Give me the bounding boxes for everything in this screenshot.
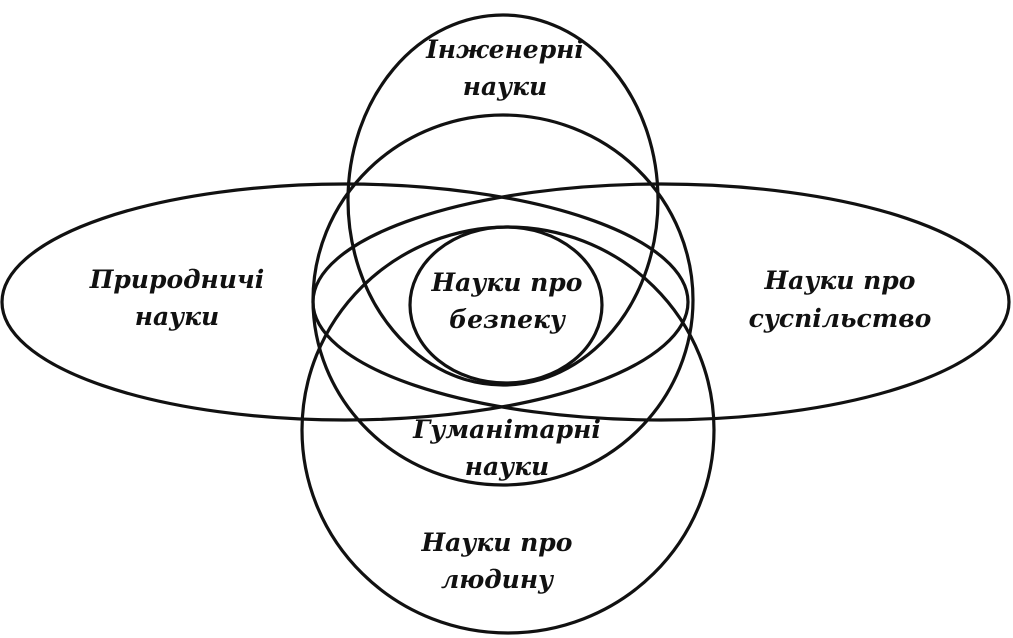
engineering-sciences-circle [346, 13, 660, 387]
natural-sciences-ellipse [0, 182, 690, 422]
human-sciences-label-line2: людину [441, 565, 554, 594]
society-sciences-label-line2: суспільство [749, 304, 932, 333]
safety-sciences-ellipse [408, 225, 604, 385]
humanities-circle [311, 113, 695, 487]
engineering-sciences-label-line2: науки [463, 72, 547, 101]
society-sciences-label-line1: Науки про [764, 266, 916, 295]
safety-sciences-label-line1: Науки про [431, 268, 583, 297]
human-sciences-label-line1: Науки про [421, 528, 573, 557]
natural-sciences-label-line2: науки [135, 302, 219, 331]
society-sciences-ellipse [311, 182, 1011, 422]
natural-sciences-label-line1: Природничі [89, 265, 265, 294]
humanities-label-line2: науки [465, 452, 549, 481]
engineering-sciences-label-line1: Інженерні [425, 35, 584, 64]
humanities-label-line1: Гуманітарні [412, 415, 601, 444]
safety-sciences-label-line2: безпеку [449, 305, 566, 334]
